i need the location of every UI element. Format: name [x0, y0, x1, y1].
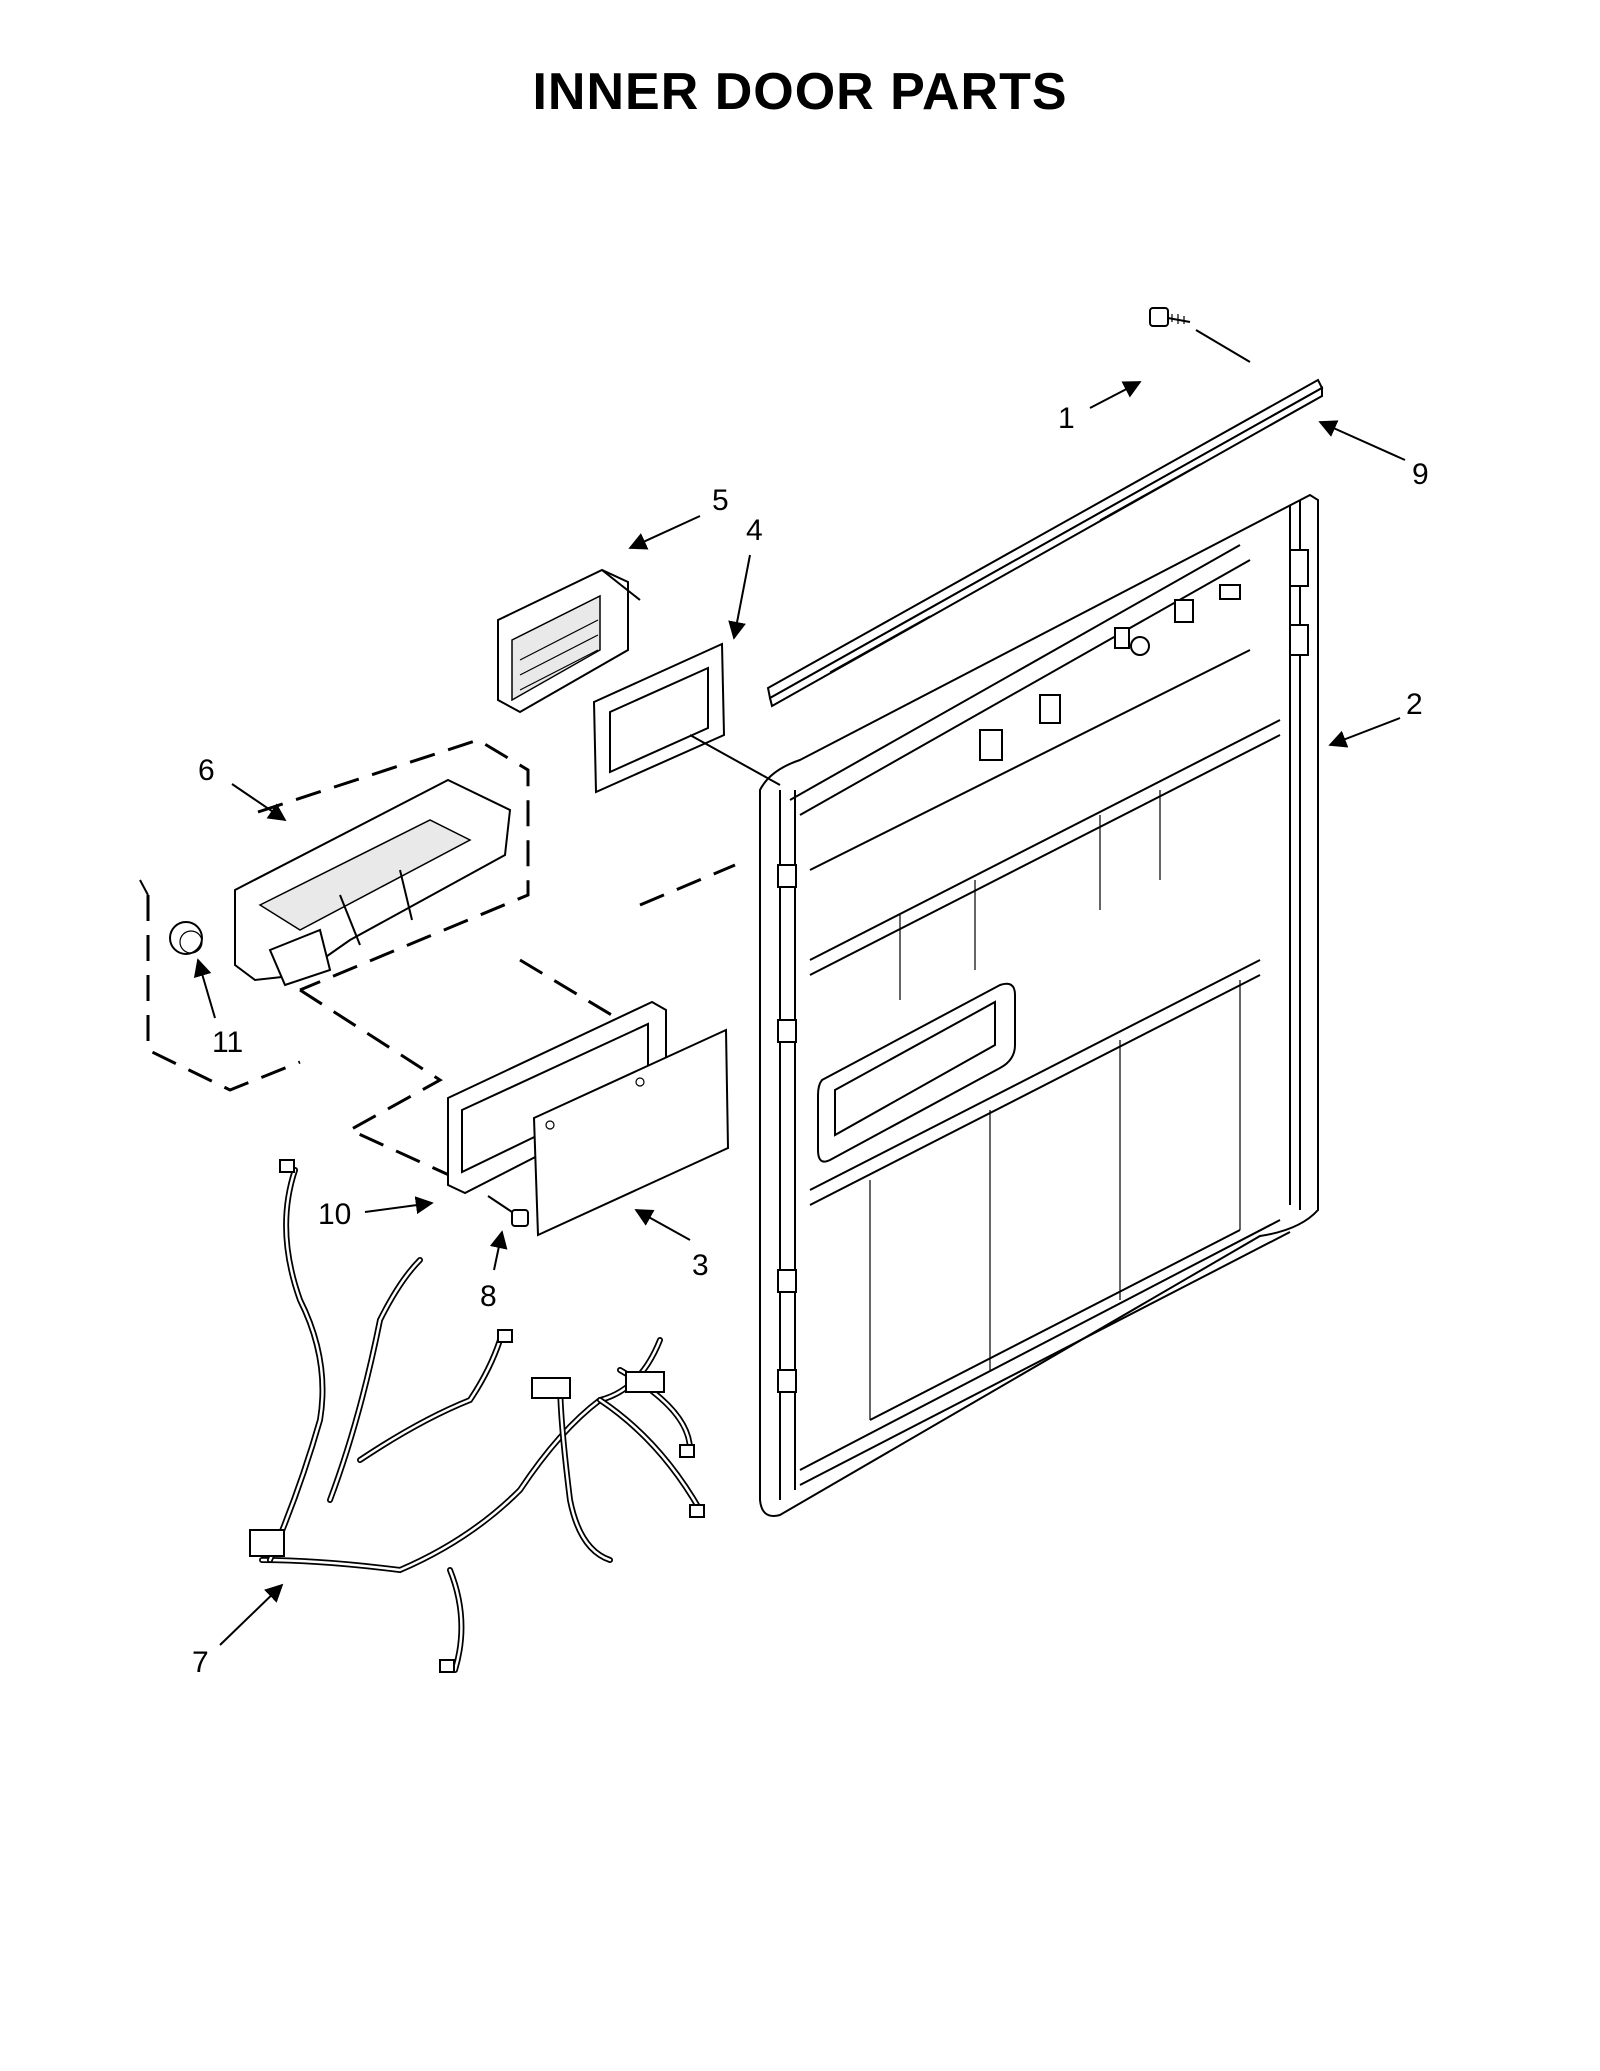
part-7-wire-harness[interactable]	[249, 1159, 705, 1673]
callout-5: 5	[712, 484, 729, 517]
part-1-screw[interactable]	[1149, 307, 1251, 363]
part-6-control-module[interactable]	[234, 738, 530, 992]
part-11-knob[interactable]	[139, 879, 301, 1092]
callout-labels: 1 2 3 4 5 6 7 8 9 10 11	[192, 402, 1429, 1679]
callout-2: 2	[1406, 688, 1423, 721]
part-8-screw[interactable]	[487, 1195, 529, 1227]
page-title: INNER DOOR PARTS	[532, 63, 1068, 121]
part-3-control-board[interactable]	[532, 1028, 730, 1237]
callout-9: 9	[1412, 458, 1429, 491]
callout-8: 8	[480, 1280, 497, 1313]
callout-3: 3	[692, 1249, 709, 1282]
part-9-top-trim[interactable]	[766, 378, 1324, 708]
callout-11: 11	[212, 1026, 243, 1059]
part-2-inner-door[interactable]	[759, 493, 1319, 1517]
callout-leaders	[193, 381, 1406, 1646]
callout-1: 1	[1058, 402, 1075, 435]
callout-10: 10	[318, 1198, 351, 1231]
callout-7: 7	[192, 1646, 209, 1679]
callout-4: 4	[746, 514, 763, 547]
part-4-gasket[interactable]	[592, 642, 781, 794]
callout-6: 6	[198, 754, 215, 787]
part-5-dispenser[interactable]	[497, 568, 641, 714]
